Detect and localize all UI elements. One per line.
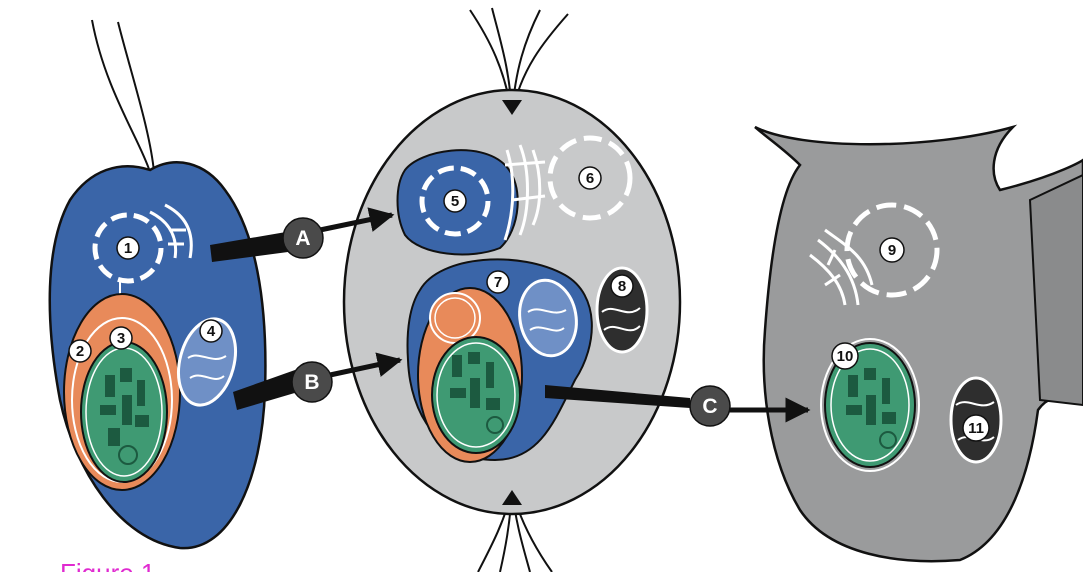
number-badge-1: 1 bbox=[116, 236, 140, 260]
label-a: A bbox=[282, 217, 324, 259]
number-2: 2 bbox=[76, 343, 84, 360]
number-badge-10: 10 bbox=[831, 342, 859, 370]
arrow-c bbox=[545, 385, 811, 423]
number-4: 4 bbox=[207, 323, 216, 340]
label-a-text: A bbox=[295, 227, 310, 250]
tail bbox=[1028, 173, 1083, 407]
golgi bbox=[503, 144, 546, 241]
number-7: 7 bbox=[494, 274, 502, 291]
label-c-text: C bbox=[702, 395, 717, 418]
plastid-10 bbox=[820, 338, 920, 472]
number-badge-5: 5 bbox=[443, 189, 467, 213]
organelle-7 bbox=[406, 258, 593, 463]
number-badge-8: 8 bbox=[610, 274, 634, 298]
number-6: 6 bbox=[586, 170, 594, 187]
cell-1 bbox=[48, 19, 267, 550]
complex-plastid bbox=[63, 293, 181, 491]
label-b: B bbox=[291, 361, 333, 403]
flagellum bbox=[117, 21, 155, 173]
number-badge-7: 7 bbox=[486, 270, 510, 294]
nucleus-9 bbox=[844, 202, 940, 298]
flagellum bbox=[91, 19, 151, 173]
arrow-b bbox=[233, 352, 403, 410]
mitochondrion-8 bbox=[595, 266, 649, 354]
golgi bbox=[809, 228, 874, 306]
number-badge-6: 6 bbox=[578, 166, 602, 190]
number-8: 8 bbox=[618, 278, 626, 295]
label-c: C bbox=[689, 385, 731, 427]
number-badge-9: 9 bbox=[879, 237, 905, 263]
number-badge-11: 11 bbox=[962, 414, 990, 442]
nucleus-6 bbox=[547, 135, 633, 221]
number-badge-3: 3 bbox=[109, 326, 133, 350]
number-9: 9 bbox=[888, 242, 896, 259]
number-badge-2: 2 bbox=[68, 339, 92, 363]
figure-caption: Figure 1 bbox=[60, 558, 155, 572]
cell-3 bbox=[754, 124, 1083, 563]
number-badge-4: 4 bbox=[199, 319, 223, 343]
number-1: 1 bbox=[124, 240, 132, 257]
arrow-a bbox=[210, 207, 395, 262]
mitochondrion-4 bbox=[177, 317, 237, 407]
cell-body bbox=[754, 124, 1083, 563]
cell-2 bbox=[342, 7, 682, 572]
label-b-text: B bbox=[304, 371, 319, 394]
number-10: 10 bbox=[837, 348, 854, 365]
number-11: 11 bbox=[968, 420, 984, 437]
nucleus-1 bbox=[92, 212, 164, 284]
number-5: 5 bbox=[451, 193, 459, 210]
number-3: 3 bbox=[117, 330, 125, 347]
golgi bbox=[149, 203, 193, 259]
